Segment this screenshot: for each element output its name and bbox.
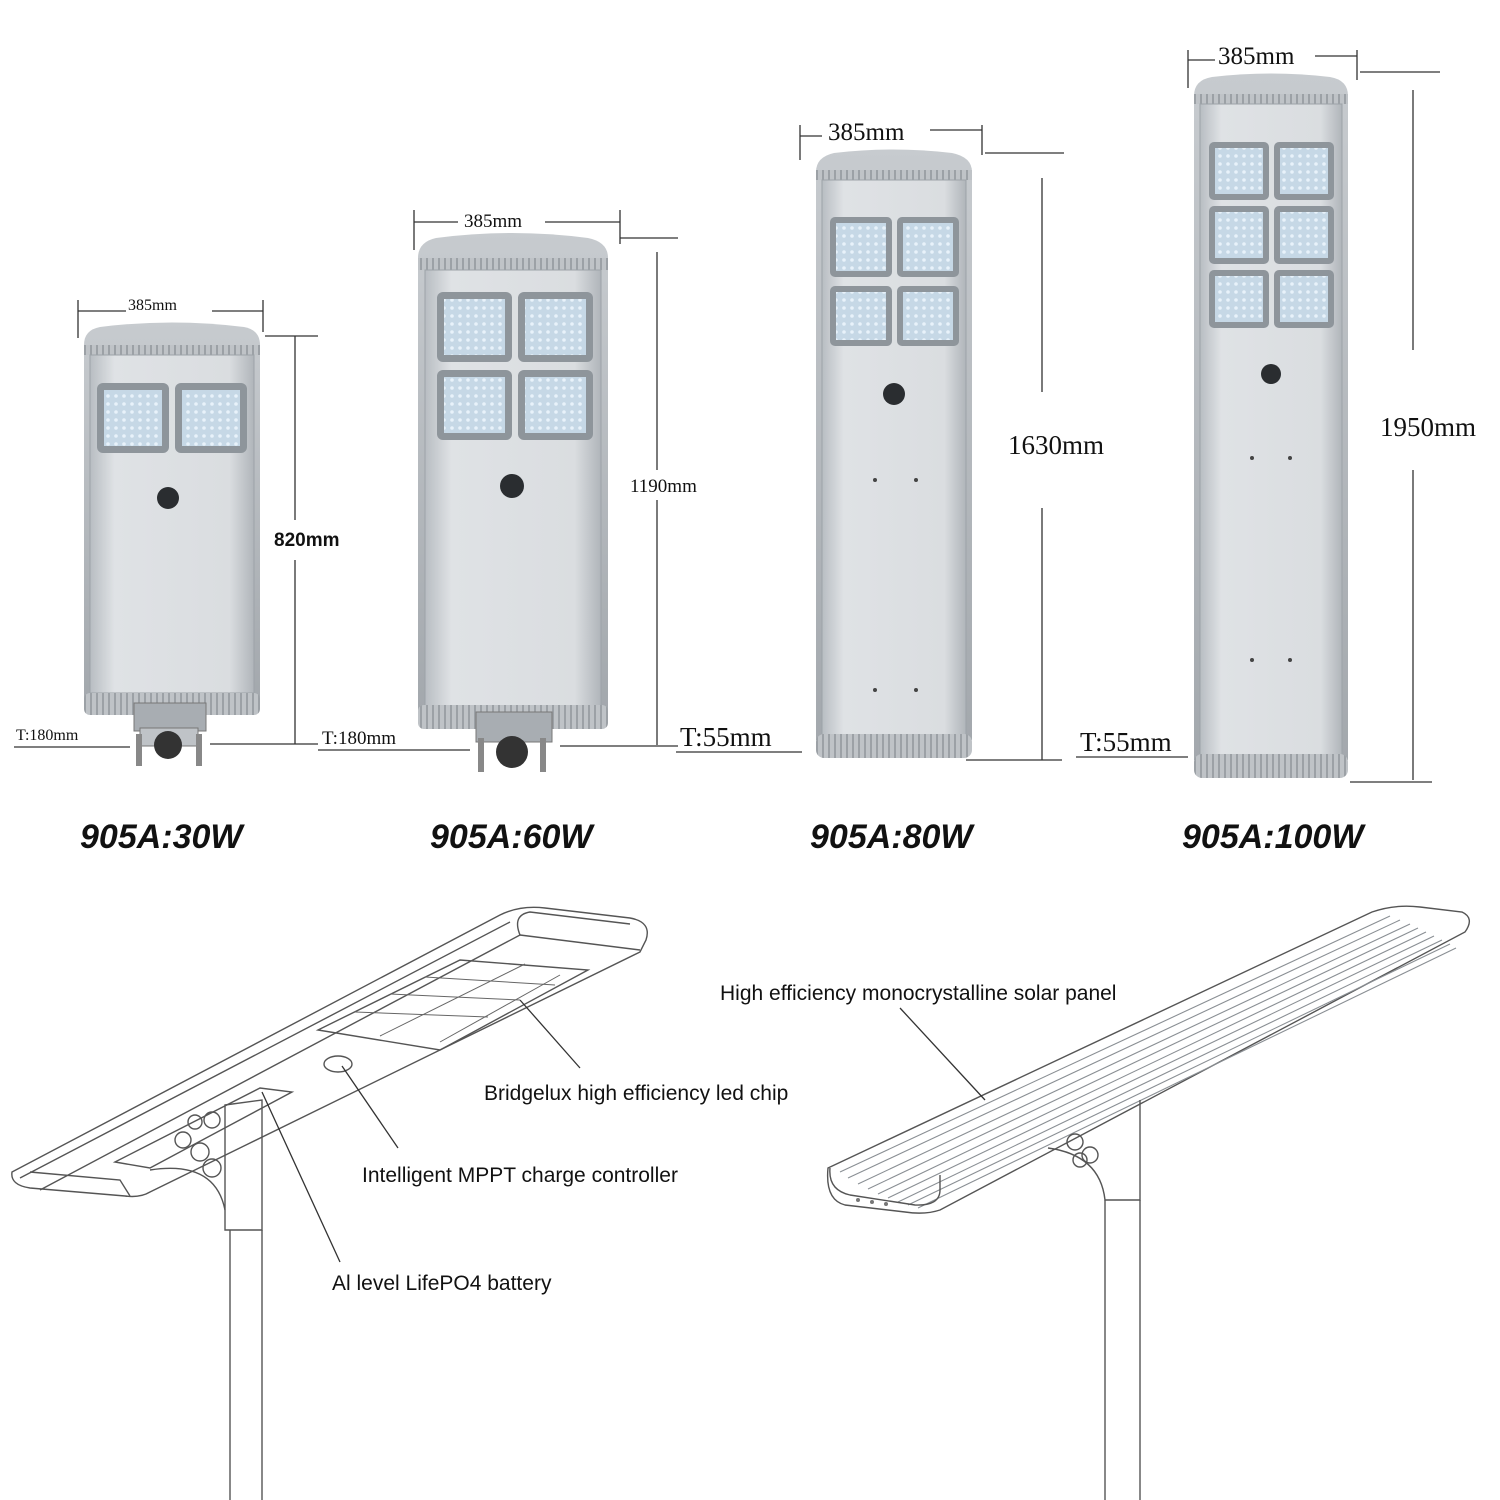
topside-line-drawing — [826, 905, 1470, 1500]
width-label-60w: 385mm — [464, 211, 522, 232]
led-module — [1209, 270, 1269, 328]
model-label-30w: 905A:30W — [80, 818, 245, 856]
led-module — [1274, 142, 1334, 200]
lamp-60w — [418, 233, 608, 772]
callout-battery: Al level LifePO4 battery — [332, 1272, 552, 1295]
pir-sensor — [1261, 364, 1281, 384]
led-module — [830, 217, 892, 277]
pole-bracket — [475, 711, 553, 772]
callout-leaders — [261, 999, 986, 1263]
pir-sensor — [500, 474, 524, 498]
led-module — [1209, 142, 1269, 200]
height-label-80w: 1630mm — [1008, 430, 1104, 460]
lamp-100w — [1194, 73, 1348, 778]
model-label-60w: 905A:60W — [430, 818, 595, 856]
pole-bracket — [133, 702, 207, 766]
model-label-80w: 905A:80W — [810, 818, 975, 856]
width-label-80w: 385mm — [828, 119, 905, 146]
dimension-lines — [14, 50, 1440, 783]
led-module — [897, 286, 959, 346]
pir-sensor — [883, 383, 905, 405]
lamp-30w — [84, 322, 260, 766]
led-module — [437, 292, 512, 362]
pir-sensor — [157, 487, 179, 509]
led-module — [518, 370, 593, 440]
led-module — [1209, 206, 1269, 264]
thickness-label-60w: T:180mm — [322, 728, 396, 749]
lamp-80w — [816, 149, 972, 758]
height-label-60w: 1190mm — [630, 476, 697, 497]
led-module — [437, 370, 512, 440]
led-module — [897, 217, 959, 277]
underside-line-drawing — [11, 906, 648, 1500]
callout-solar-panel: High efficiency monocrystalline solar pa… — [720, 982, 1116, 1005]
led-module — [1274, 206, 1334, 264]
height-label-100w: 1950mm — [1380, 412, 1476, 442]
height-label-30w: 820mm — [274, 530, 340, 551]
width-label-30w: 385mm — [128, 297, 177, 314]
thickness-label-100w: T:55mm — [1080, 727, 1172, 757]
thickness-label-80w: T:55mm — [680, 722, 772, 752]
callout-led-chip: Bridgelux high efficiency led chip — [484, 1082, 788, 1105]
led-module — [97, 383, 169, 453]
model-label-100w: 905A:100W — [1182, 818, 1366, 856]
led-module — [830, 286, 892, 346]
width-label-100w: 385mm — [1218, 43, 1295, 70]
led-module — [1274, 270, 1334, 328]
led-module — [175, 383, 247, 453]
led-module — [518, 292, 593, 362]
callout-charge-controller: Intelligent MPPT charge controller — [362, 1164, 678, 1187]
thickness-label-30w: T:180mm — [16, 727, 79, 744]
